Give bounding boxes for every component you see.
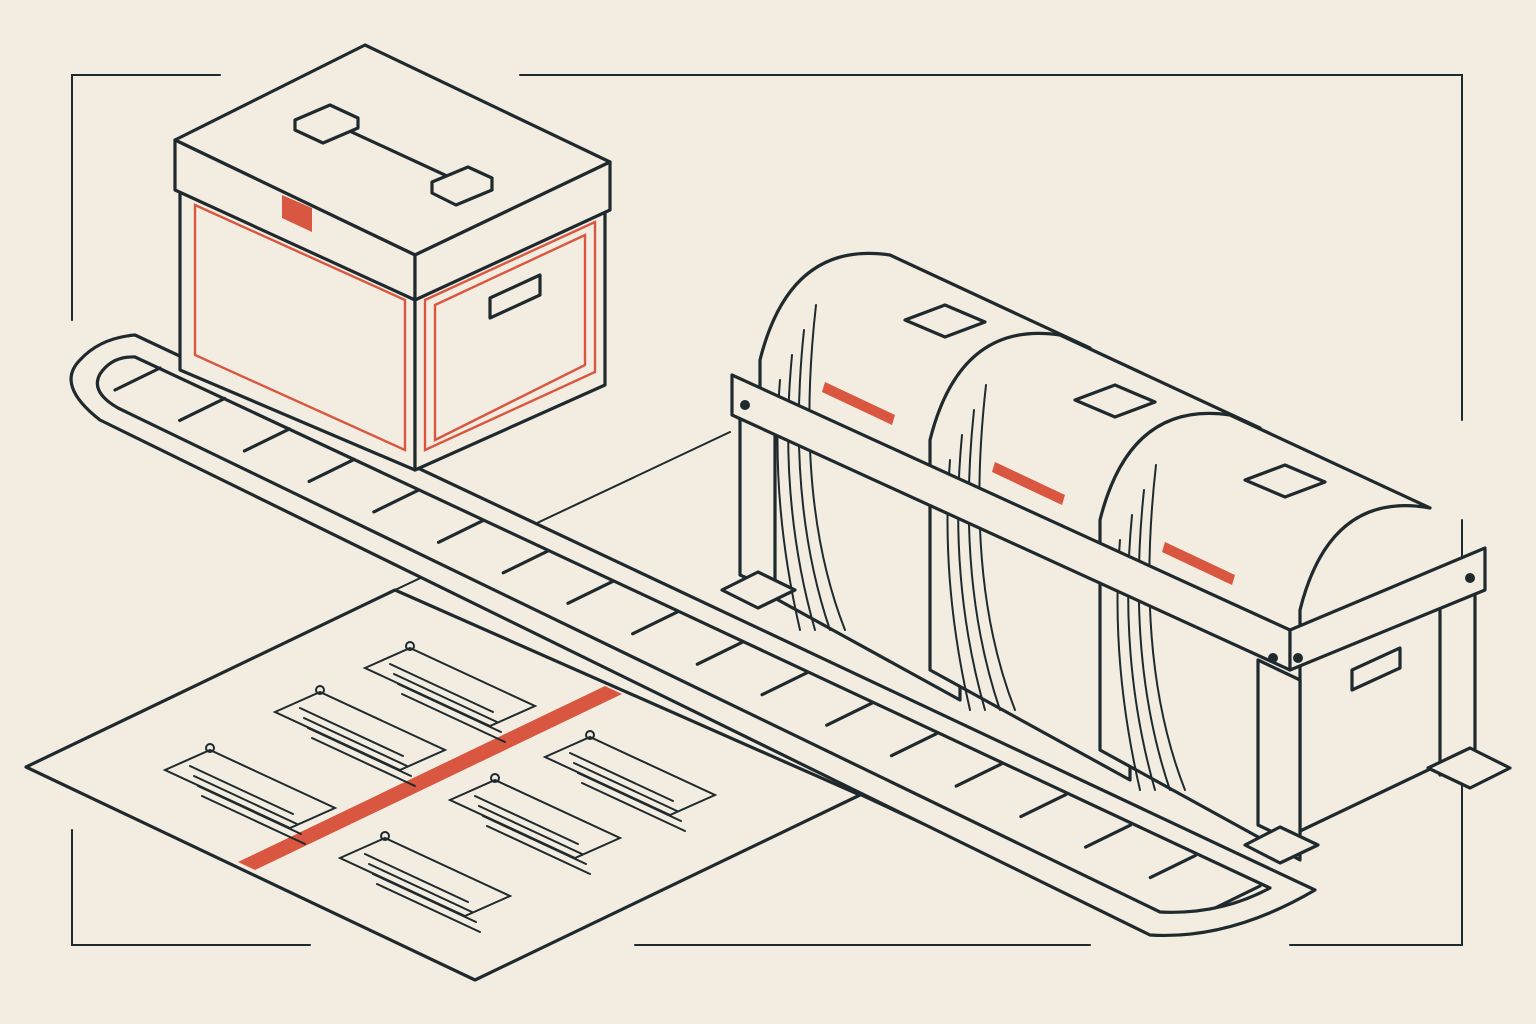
conveyor-rung	[1213, 884, 1262, 910]
conveyor-rung	[1019, 792, 1068, 819]
document-card	[162, 743, 338, 845]
document-sheet	[24, 588, 862, 982]
document-card	[272, 685, 448, 787]
archive-box	[173, 43, 612, 472]
conveyor-rung	[1148, 853, 1197, 880]
conveyor-rung	[113, 366, 162, 392]
conveyor-rung	[242, 427, 292, 453]
storage-drum-rack	[720, 251, 1512, 865]
conveyor-rung	[954, 762, 1003, 788]
document-card	[337, 831, 513, 933]
document-card	[362, 641, 538, 743]
conveyor-rung	[760, 671, 809, 697]
document-stripe	[238, 686, 622, 870]
conveyor-rung	[307, 457, 356, 484]
conveyor-rung	[631, 610, 680, 636]
conveyor-rung	[372, 488, 421, 514]
conveyor-rung	[178, 396, 227, 423]
box-label	[282, 195, 312, 232]
conveyor-rung	[1083, 823, 1133, 849]
conveyor-rung	[695, 640, 744, 666]
conveyor-rung	[501, 549, 550, 575]
conveyor-rung	[889, 732, 939, 758]
conveyor-rung	[436, 518, 486, 544]
conveyor-rung	[566, 579, 615, 605]
rack-handle	[1350, 646, 1402, 692]
document-card	[542, 730, 718, 832]
conveyor-belt	[69, 333, 1317, 938]
conveyor-rung	[825, 701, 874, 727]
box-handle	[488, 273, 542, 320]
document-card	[447, 773, 623, 875]
